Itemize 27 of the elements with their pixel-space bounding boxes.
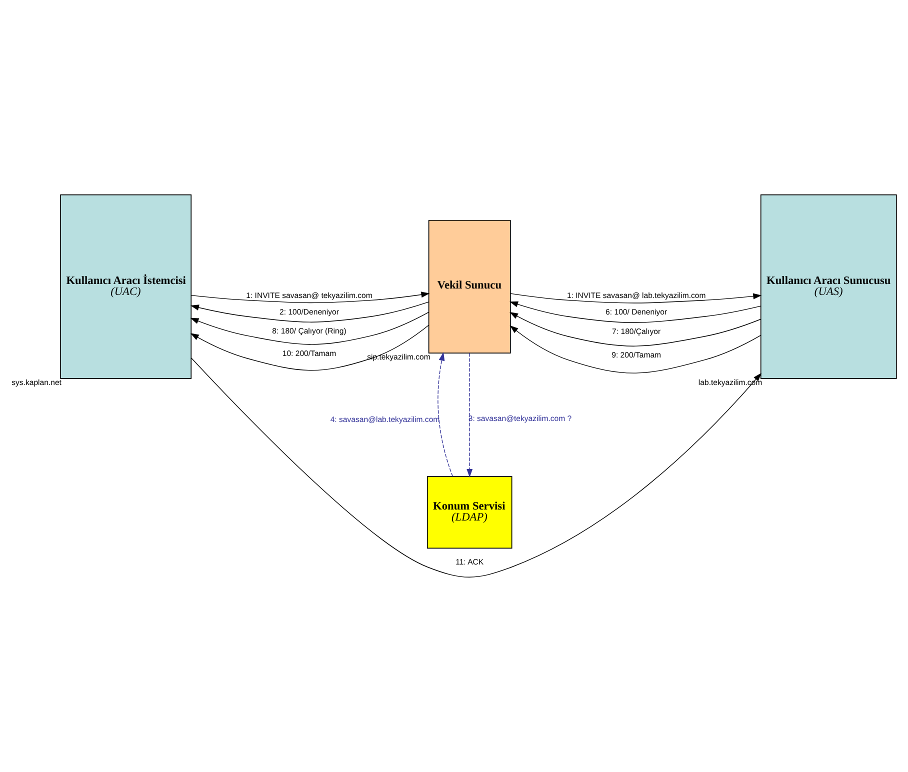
node-label: sys.kaplan.net bbox=[12, 378, 62, 387]
node-box: Kullanıcı Aracı İstemcisi (UAC) bbox=[60, 194, 192, 380]
edge-label: 1: INVITE savasan@ tekyazilim.com bbox=[246, 290, 372, 300]
edge-label: 8: 180/ Çalıyor (Ring) bbox=[272, 326, 346, 336]
edge-label: 9: 200/Tamam bbox=[612, 350, 662, 360]
arrow bbox=[190, 358, 762, 578]
edge-label: 1: INVITE savasan@ lab.tekyazilim.com bbox=[566, 290, 706, 300]
arrow bbox=[190, 312, 430, 345]
edge-label: 11: ACK bbox=[456, 558, 484, 567]
arrow bbox=[190, 302, 430, 322]
edge-label: 10: 200/Tamam bbox=[282, 349, 336, 358]
arrow bbox=[510, 325, 761, 374]
arrow bbox=[466, 352, 473, 478]
arrow bbox=[510, 301, 762, 323]
node-box: Kullanıcı Aracı Sunucusu (UAS) bbox=[760, 194, 897, 380]
arrow bbox=[190, 324, 430, 371]
arrow bbox=[190, 292, 430, 304]
edge-label: 3: savasan@tekyazilim.com ? bbox=[468, 414, 572, 424]
arrow bbox=[438, 352, 454, 477]
edge-label: 6: 100/ Deneniyor bbox=[606, 307, 668, 316]
arrow bbox=[510, 293, 762, 304]
node-box: Vekil Sunucu bbox=[428, 220, 511, 354]
arrow bbox=[509, 312, 761, 346]
edge-label: 4: savasan@lab.tekyazilim.com bbox=[330, 414, 440, 424]
edge-label: 2: 100/Deneniyor bbox=[280, 307, 339, 316]
node-box: Konum Servisi (LDAP) bbox=[426, 476, 512, 549]
edge-label: 7: 180/Çalıyor bbox=[612, 327, 661, 336]
